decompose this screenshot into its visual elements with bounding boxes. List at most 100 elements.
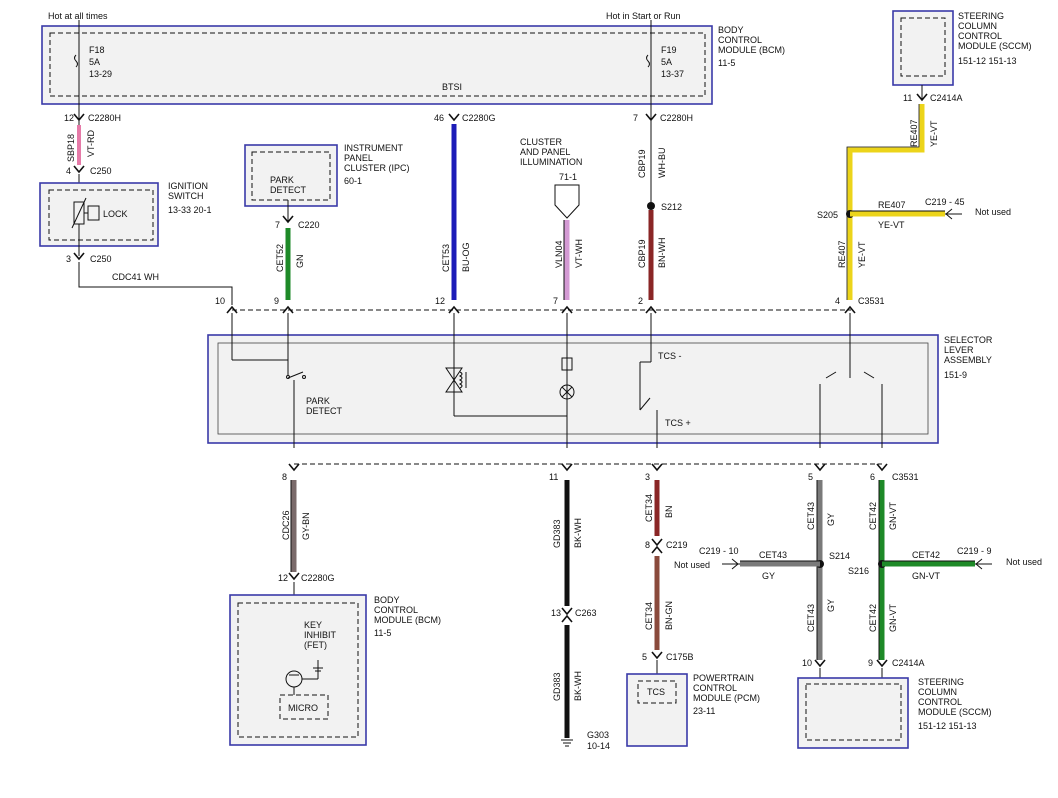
wire-ye-vt-b: YE-VT <box>878 220 905 230</box>
ipc-ref: 60-1 <box>344 176 362 186</box>
pin-7-c220: 7 <box>275 220 280 230</box>
pin-10-c2414a: 10 <box>802 658 812 668</box>
wire-gy-c: GY <box>826 599 836 612</box>
wire-cet42-a: CET42 <box>868 502 878 530</box>
sccm-bottom-module <box>797 677 909 749</box>
wire-cet52: CET52 <box>275 244 285 272</box>
pin-4-c3531: 4 <box>835 296 840 306</box>
splice-s212 <box>647 202 655 210</box>
fuse-f19-ref: 13-37 <box>661 69 684 79</box>
pin-11-c2414a: 11 <box>903 93 912 103</box>
c2280h-label-a: C2280H <box>88 113 121 123</box>
pin-5-c3531: 5 <box>808 472 813 482</box>
micro-label: MICRO <box>288 703 318 713</box>
wire-gd383-a: GD383 <box>552 519 562 548</box>
wire-cbp19-b: CBP19 <box>637 239 647 268</box>
wire-gy-a: GY <box>826 513 836 526</box>
wire-cet34-a: CET34 <box>644 494 654 522</box>
wire-gn: GN <box>295 255 305 269</box>
pin-12-c2280h: 12 <box>64 113 74 123</box>
wire-wh-bu: WH-BU <box>657 148 667 179</box>
btsi-label: BTSI <box>442 82 462 92</box>
wire-bn: BN <box>664 505 674 518</box>
wire-vln04: VLN04 <box>554 240 564 268</box>
pin-6-c3531: 6 <box>870 472 875 482</box>
fuse-f19-amps: 5A <box>661 57 672 67</box>
s214-label: S214 <box>829 551 850 561</box>
c219-10-label: C219 - 10 <box>699 546 739 556</box>
wire-ye-vt-c: YE-VT <box>857 241 867 268</box>
sccm-top-module <box>892 10 954 86</box>
wire-vt-wh: VT-WH <box>574 239 584 268</box>
pin-12-c3531: 12 <box>435 296 445 306</box>
s212-label: S212 <box>661 202 682 212</box>
c250-label-a: C250 <box>90 166 112 176</box>
wire-gn-vt-c: GN-VT <box>888 604 898 633</box>
cluster-illum-ref: 71-1 <box>559 172 577 182</box>
wire-bn-wh: BN-WH <box>657 238 667 269</box>
bcm-top-ref: 11-5 <box>718 58 735 68</box>
pin-3-c3531: 3 <box>645 472 650 482</box>
fuse-f18-label: F18 <box>89 45 105 55</box>
ignition-ref: 13-33 20-1 <box>168 205 212 215</box>
wire-cbp19-a: CBP19 <box>637 149 647 178</box>
c2280g-label-b: C2280G <box>301 573 335 583</box>
hot-at-all-times: Hot at all times <box>48 11 108 21</box>
wire-bn-gn: BN-GN <box>664 601 674 630</box>
c219-label: C219 <box>666 540 688 550</box>
c2280g-label-a: C2280G <box>462 113 496 123</box>
cluster-illum-connector <box>554 184 580 219</box>
wire-bu-og: BU-OG <box>461 242 471 272</box>
pin-5-c175b: 5 <box>642 652 647 662</box>
ipc-module <box>244 144 338 207</box>
c3531-label-a: C3531 <box>858 296 885 306</box>
not-used-3: Not used <box>1006 557 1042 567</box>
wire-cet53: CET53 <box>441 244 451 272</box>
wire-cet43-b: CET43 <box>759 550 787 560</box>
wire-bk-wh-b: BK-WH <box>573 671 583 701</box>
c175b-label: C175B <box>666 652 694 662</box>
wire-cet42-c: CET42 <box>868 604 878 632</box>
pin-8-c3531: 8 <box>282 472 287 482</box>
pin-46-c2280g: 46 <box>434 113 444 123</box>
wire-gd383-b: GD383 <box>552 672 562 701</box>
pin-9-c2414a: 9 <box>868 658 873 668</box>
c3531-label-b: C3531 <box>892 472 919 482</box>
pin-7-c3531: 7 <box>553 296 558 306</box>
wire-gn-vt-b: GN-VT <box>912 571 941 581</box>
wire-re407-b: RE407 <box>878 200 906 210</box>
bcm-bottom-ref: 11-5 <box>374 628 391 638</box>
tcs-minus-label: TCS - <box>658 351 682 361</box>
c219-9-label: C219 - 9 <box>957 546 992 556</box>
wire-cet43-c: CET43 <box>806 604 816 632</box>
wire-cet43-a: CET43 <box>806 502 816 530</box>
tcs-plus-label: TCS + <box>665 418 691 428</box>
wire-ye-vt-a: YE-VT <box>929 120 939 147</box>
g303-ref: 10-14 <box>587 741 610 751</box>
wire-cet42-b: CET42 <box>912 550 940 560</box>
pin-10-c3531: 10 <box>215 296 225 306</box>
pin-7-c2280h: 7 <box>633 113 638 123</box>
pin-3-c250: 3 <box>66 254 71 264</box>
wire-cet34-b: CET34 <box>644 602 654 630</box>
selector-internal-wiring <box>231 313 883 448</box>
wire-cdc26: CDC26 <box>281 510 291 540</box>
wire-sbp18: SBP18 <box>66 134 76 162</box>
pin-11-c3531: 11 <box>549 472 558 482</box>
pin-13-c263: 13 <box>551 608 561 618</box>
c220-label: C220 <box>298 220 320 230</box>
wire-re407-c: RE407 <box>837 240 847 268</box>
c2280h-label-b: C2280H <box>660 113 693 123</box>
c3531-top-terminals <box>226 305 856 314</box>
